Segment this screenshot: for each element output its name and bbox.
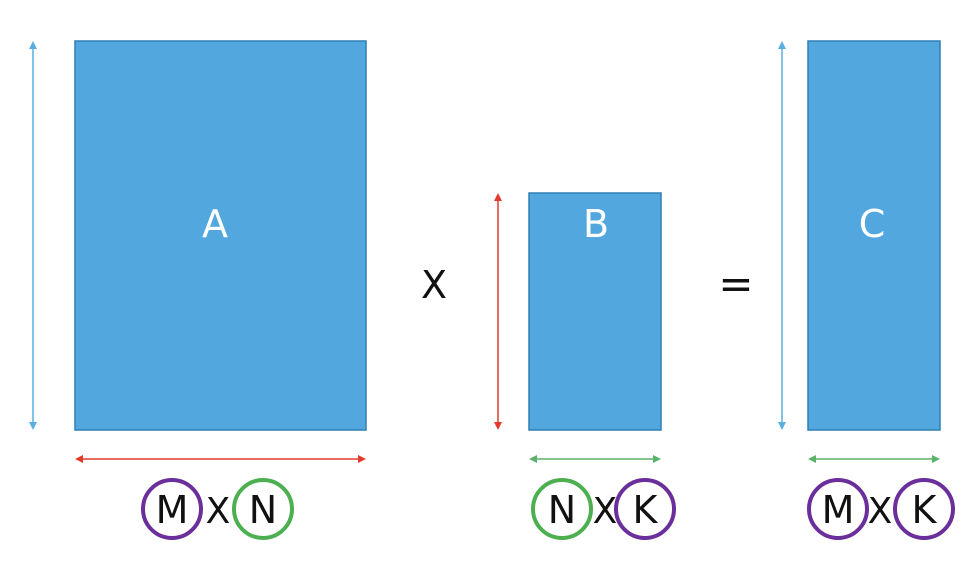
matrix-b: B: [494, 192, 662, 463]
dim-circle-m: [141, 478, 203, 540]
matrix-a-label: A: [202, 202, 228, 246]
dim-circle-n: [531, 478, 593, 540]
dim-label-m: M: [156, 488, 189, 532]
matrix-c-label: C: [859, 202, 886, 246]
dim-label-m: M: [822, 488, 855, 532]
matrix-c: C: [778, 40, 941, 463]
dim-circle-m: [807, 478, 869, 540]
matrix-a: A: [29, 40, 367, 463]
dim-label-n: N: [249, 488, 277, 532]
matrix-b-label: B: [583, 202, 609, 246]
dim-separator: X: [868, 491, 893, 532]
dim-circle-n: [232, 478, 294, 540]
matrix-c-dims: M X K: [807, 478, 955, 540]
matrix-a-dims: M X N: [141, 478, 294, 540]
matrix-c-rect: [807, 40, 941, 431]
equals-operator: =: [718, 259, 753, 308]
dim-label-k: K: [912, 488, 938, 532]
dim-separator: X: [206, 491, 231, 532]
multiply-operator: X: [421, 263, 447, 307]
matrix-a-rect: [74, 40, 367, 431]
dim-separator: X: [593, 491, 618, 532]
dim-label-n: N: [548, 488, 576, 532]
dim-label-k: K: [633, 488, 659, 532]
dim-circle-k: [893, 478, 955, 540]
matrix-b-dims: N X K: [531, 478, 676, 540]
dim-circle-k: [614, 478, 676, 540]
matrix-b-rect: [528, 192, 662, 431]
